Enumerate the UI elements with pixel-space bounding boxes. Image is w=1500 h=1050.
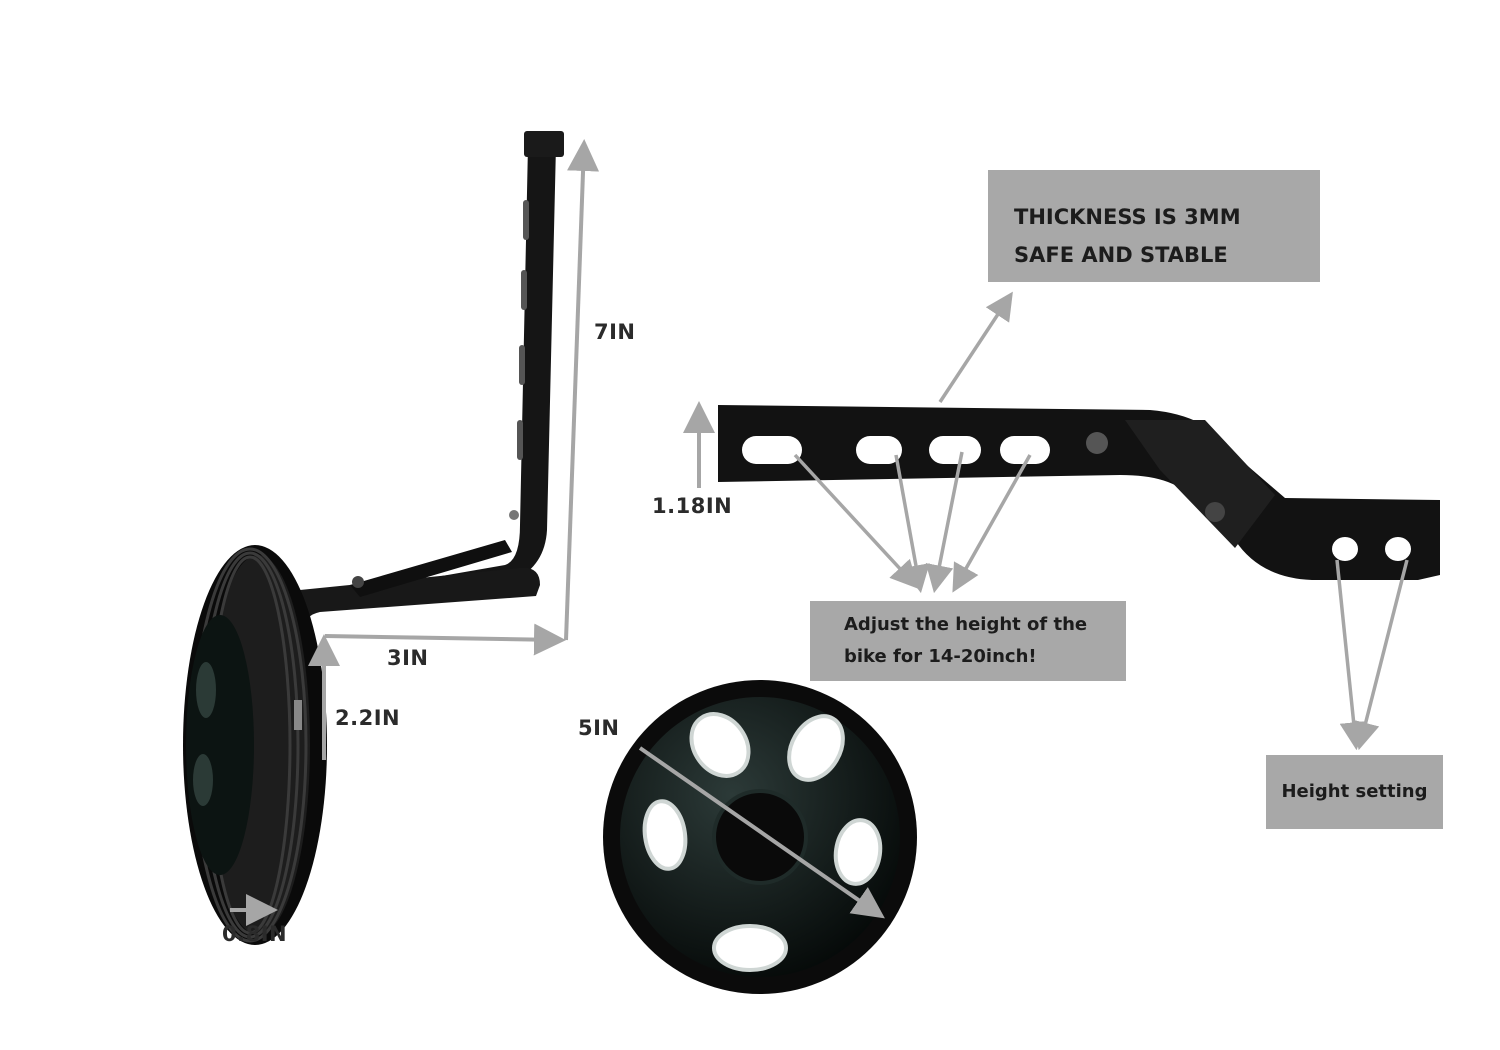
thickness-callout-line2: SAFE AND STABLE: [1014, 243, 1228, 267]
diagonal-brace: [350, 540, 512, 597]
flat-bracket: [718, 405, 1440, 580]
wheel-front-view: [603, 680, 917, 994]
wheel-diameter-label: 5IN: [578, 716, 620, 740]
arm-height-arrow: [564, 139, 600, 641]
arm-height-label: 7IN: [594, 320, 636, 344]
arm-depth-label: 3IN: [387, 646, 429, 670]
thickness-callout: THICKNESS IS 3MM SAFE AND STABLE: [988, 170, 1320, 282]
arm-depth-arrow: [324, 623, 566, 656]
adjust-pointer-3: [925, 451, 964, 594]
adjust-callout-line1: Adjust the height of the: [844, 614, 1088, 635]
adjust-pointer-1: [793, 453, 919, 589]
adjust-pointer-2: [894, 454, 930, 594]
wheel-width-label: 0.8IN: [222, 922, 288, 946]
axle-height-label: 2.2IN: [335, 706, 401, 730]
adjust-pointer-4: [952, 454, 1032, 593]
height-pointer-2: [1352, 559, 1409, 751]
thickness-pointer: [938, 291, 1013, 403]
height-pointer-1: [1335, 559, 1368, 751]
thickness-callout-line1: THICKNESS IS 3MM: [1014, 205, 1241, 229]
bracket-height-label: 1.18IN: [652, 494, 733, 518]
adjust-callout-line2: bike for 14-20inch!: [844, 646, 1037, 667]
height-setting-callout: Height setting: [1266, 755, 1443, 829]
horizontal-arm: [285, 567, 540, 700]
wheel-diameter-arrow: [638, 746, 885, 919]
assembled-training-wheel: [183, 131, 564, 945]
vertical-bracket: [390, 145, 556, 600]
adjust-height-callout: Adjust the height of the bike for 14-20i…: [810, 601, 1126, 681]
bracket-body: [718, 405, 1440, 580]
bracket-cap: [524, 131, 564, 157]
